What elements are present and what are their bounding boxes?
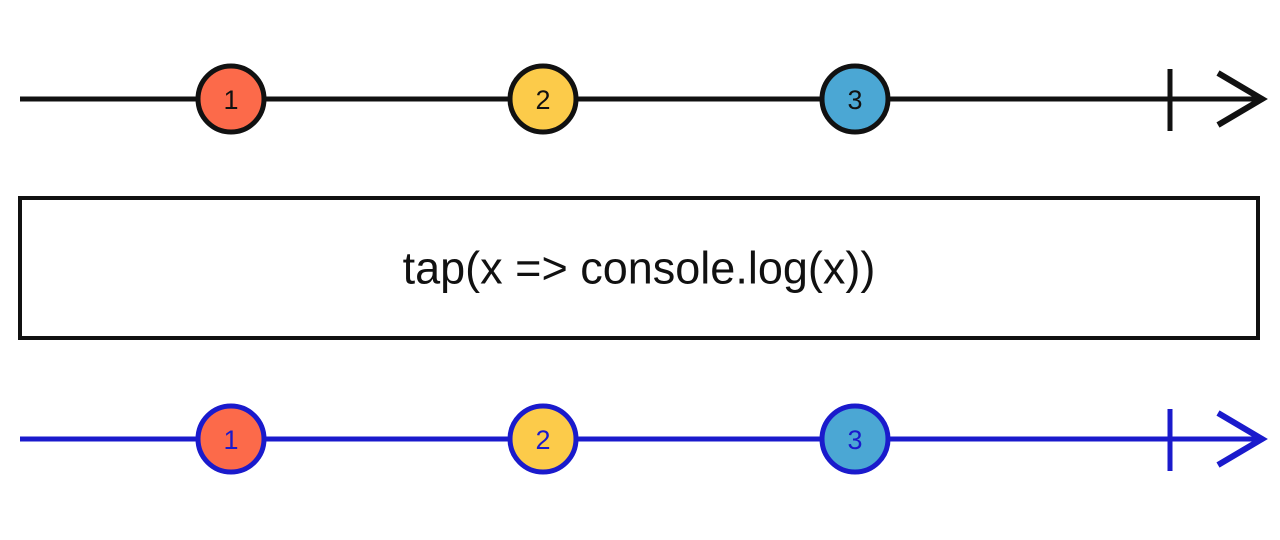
output-marble-3[interactable]: 3 bbox=[819, 403, 891, 475]
source-marble-2[interactable]: 2 bbox=[507, 63, 579, 135]
output-marble-2[interactable]: 2 bbox=[507, 403, 579, 475]
marble-circle[interactable] bbox=[195, 63, 267, 135]
output-arrow-head bbox=[1216, 410, 1268, 468]
marble-label: 1 bbox=[223, 425, 238, 455]
marble-label: 1 bbox=[223, 85, 238, 115]
output-marble-1[interactable]: 1 bbox=[195, 403, 267, 475]
marble-circle[interactable] bbox=[507, 403, 579, 475]
operator-box-border[interactable] bbox=[18, 196, 1260, 340]
source-timeline: 1 2 3 bbox=[20, 63, 1268, 135]
marble-circle[interactable] bbox=[819, 63, 891, 135]
marble-circle[interactable] bbox=[507, 63, 579, 135]
operator-box[interactable]: tap(x => console.log(x)) bbox=[18, 196, 1260, 340]
marble-label: 2 bbox=[535, 425, 550, 455]
source-marble-3[interactable]: 3 bbox=[819, 63, 891, 135]
source-marble-1[interactable]: 1 bbox=[195, 63, 267, 135]
marble-circle[interactable] bbox=[819, 403, 891, 475]
marble-label: 2 bbox=[535, 85, 550, 115]
marble-label: 3 bbox=[847, 85, 862, 115]
output-timeline: 1 2 3 bbox=[20, 403, 1268, 475]
marble-label: 3 bbox=[847, 425, 862, 455]
source-arrow-head bbox=[1216, 70, 1268, 128]
operator-label: tap(x => console.log(x)) bbox=[403, 243, 876, 294]
marble-circle[interactable] bbox=[195, 403, 267, 475]
